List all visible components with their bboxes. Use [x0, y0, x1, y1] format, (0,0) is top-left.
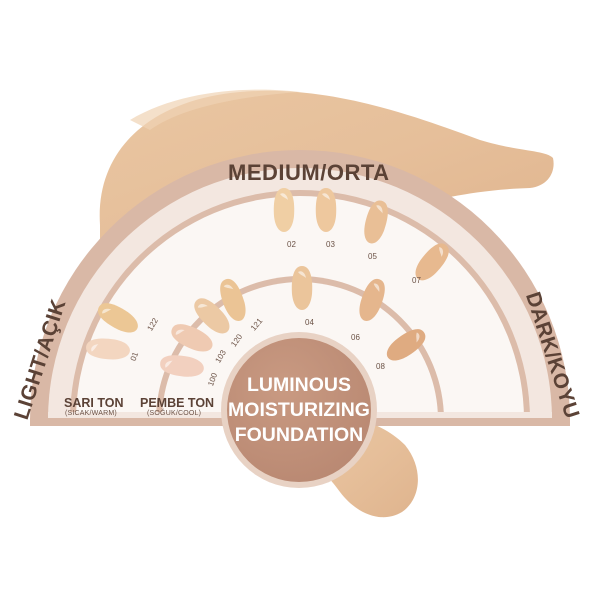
shade-swatch-01: [86, 338, 130, 360]
pembe-ton-title: PEMBE TON: [140, 396, 215, 410]
shade-code-03: 03: [326, 240, 335, 249]
shade-swatches: [86, 188, 449, 377]
shade-code-04: 04: [305, 318, 314, 327]
shade-swatch-122: [97, 303, 138, 333]
product-name-line3: FOUNDATION: [234, 424, 364, 446]
medium-label: MEDIUM/ORTA: [228, 160, 390, 185]
pembe-ton-sub: (SOĞUK/COOL): [147, 410, 202, 417]
product-name-line1: LUMINOUS: [247, 374, 351, 396]
shade-swatch-103: [171, 324, 213, 352]
shade-swatch-120: [194, 298, 230, 334]
shade-swatch-06: [359, 278, 385, 322]
shade-code-02: 02: [287, 240, 296, 249]
shade-code-08: 08: [376, 362, 385, 371]
shade-swatch-02: [273, 188, 295, 232]
sari-ton-sub: (SICAK/WARM): [65, 410, 117, 417]
shade-code-06: 06: [351, 333, 360, 342]
shade-swatch-07: [415, 243, 449, 281]
product-name: LUMINOUS MOISTURIZING FOUNDATION: [218, 373, 380, 448]
shade-swatch-04: [291, 266, 313, 310]
shade-swatch-03: [315, 188, 337, 232]
sari-ton-title: SARI TON: [64, 396, 124, 410]
shade-code-07: 07: [412, 276, 421, 285]
shade-code-05: 05: [368, 252, 377, 261]
shade-swatch-121: [220, 278, 246, 322]
shade-swatch-100: [160, 355, 204, 377]
shade-swatch-08: [386, 329, 426, 361]
product-name-line2: MOISTURIZING: [228, 399, 370, 421]
center-circle-inner: [227, 338, 371, 482]
shade-swatch-05: [364, 200, 388, 244]
